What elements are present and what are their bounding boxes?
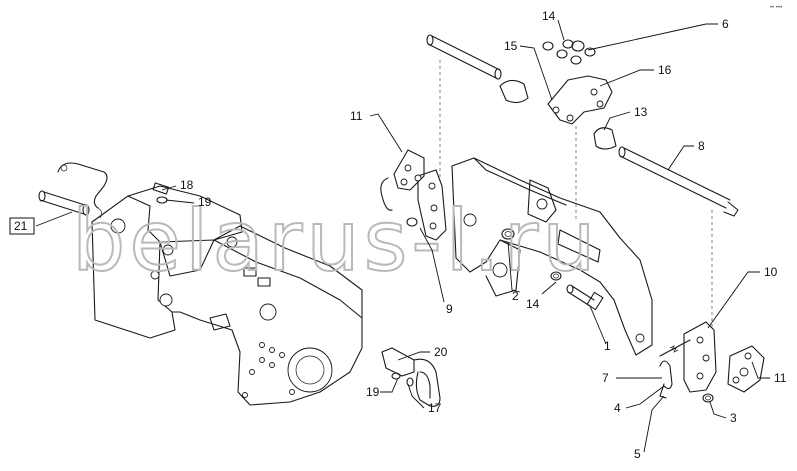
callout-18: 18 <box>180 178 194 192</box>
main-frame-plate <box>159 225 363 406</box>
leader-lines <box>35 19 770 453</box>
callout-15: 15 <box>504 39 518 53</box>
upper-shaft <box>426 34 529 104</box>
callout-21: 21 <box>14 219 28 233</box>
callout-10: 10 <box>764 265 778 279</box>
callout-3: 3 <box>730 411 737 425</box>
callout-14-lower: 14 <box>526 297 540 311</box>
callout-5: 5 <box>634 447 641 461</box>
callout-4: 4 <box>614 401 621 415</box>
pin-assembly-21 <box>38 162 108 219</box>
handle-bracket-20 <box>381 347 441 407</box>
callout-1: 1 <box>604 339 611 353</box>
plate-9 <box>417 169 447 241</box>
bolt-1 <box>566 284 604 311</box>
callout-11-upper: 11 <box>350 109 363 123</box>
callout-11-lower: 11 <box>774 371 787 385</box>
callout-box-21 <box>9 217 35 235</box>
washer-14-lower <box>550 271 562 281</box>
callout-8: 8 <box>698 139 705 153</box>
spring-pin-7-4-5 <box>659 360 673 399</box>
left-side-plate <box>91 185 243 339</box>
callout-14-upper: 14 <box>542 9 556 23</box>
washer-3 <box>702 393 714 403</box>
central-hitch-frame <box>451 157 653 356</box>
callout-7: 7 <box>602 371 609 385</box>
callout-16: 16 <box>658 63 672 77</box>
washer-2 <box>501 228 515 240</box>
callout-19-upper: 19 <box>198 195 212 209</box>
corner-mark: •• ••• <box>770 5 782 11</box>
shaft-8 <box>618 146 739 217</box>
callout-19-lower: 19 <box>366 385 380 399</box>
callout-20: 20 <box>434 345 448 359</box>
bracket-10 <box>659 321 717 393</box>
callout-6: 6 <box>722 17 729 31</box>
washer-9 <box>406 217 418 227</box>
plate-11-lower <box>727 345 765 393</box>
bushings-6-14 <box>542 39 596 65</box>
bracket-16 <box>547 75 613 125</box>
callout-13: 13 <box>634 105 648 119</box>
bracket-11-upper <box>380 149 425 211</box>
callout-17: 17 <box>428 401 442 415</box>
callout-labels: 21 18 19 11 9 14 6 15 16 13 8 2 14 1 10 … <box>9 9 787 461</box>
callout-9: 9 <box>446 302 453 316</box>
watermark: belarus-l.ru <box>72 192 599 290</box>
callout-2: 2 <box>512 289 519 303</box>
clamp-13 <box>593 127 617 150</box>
